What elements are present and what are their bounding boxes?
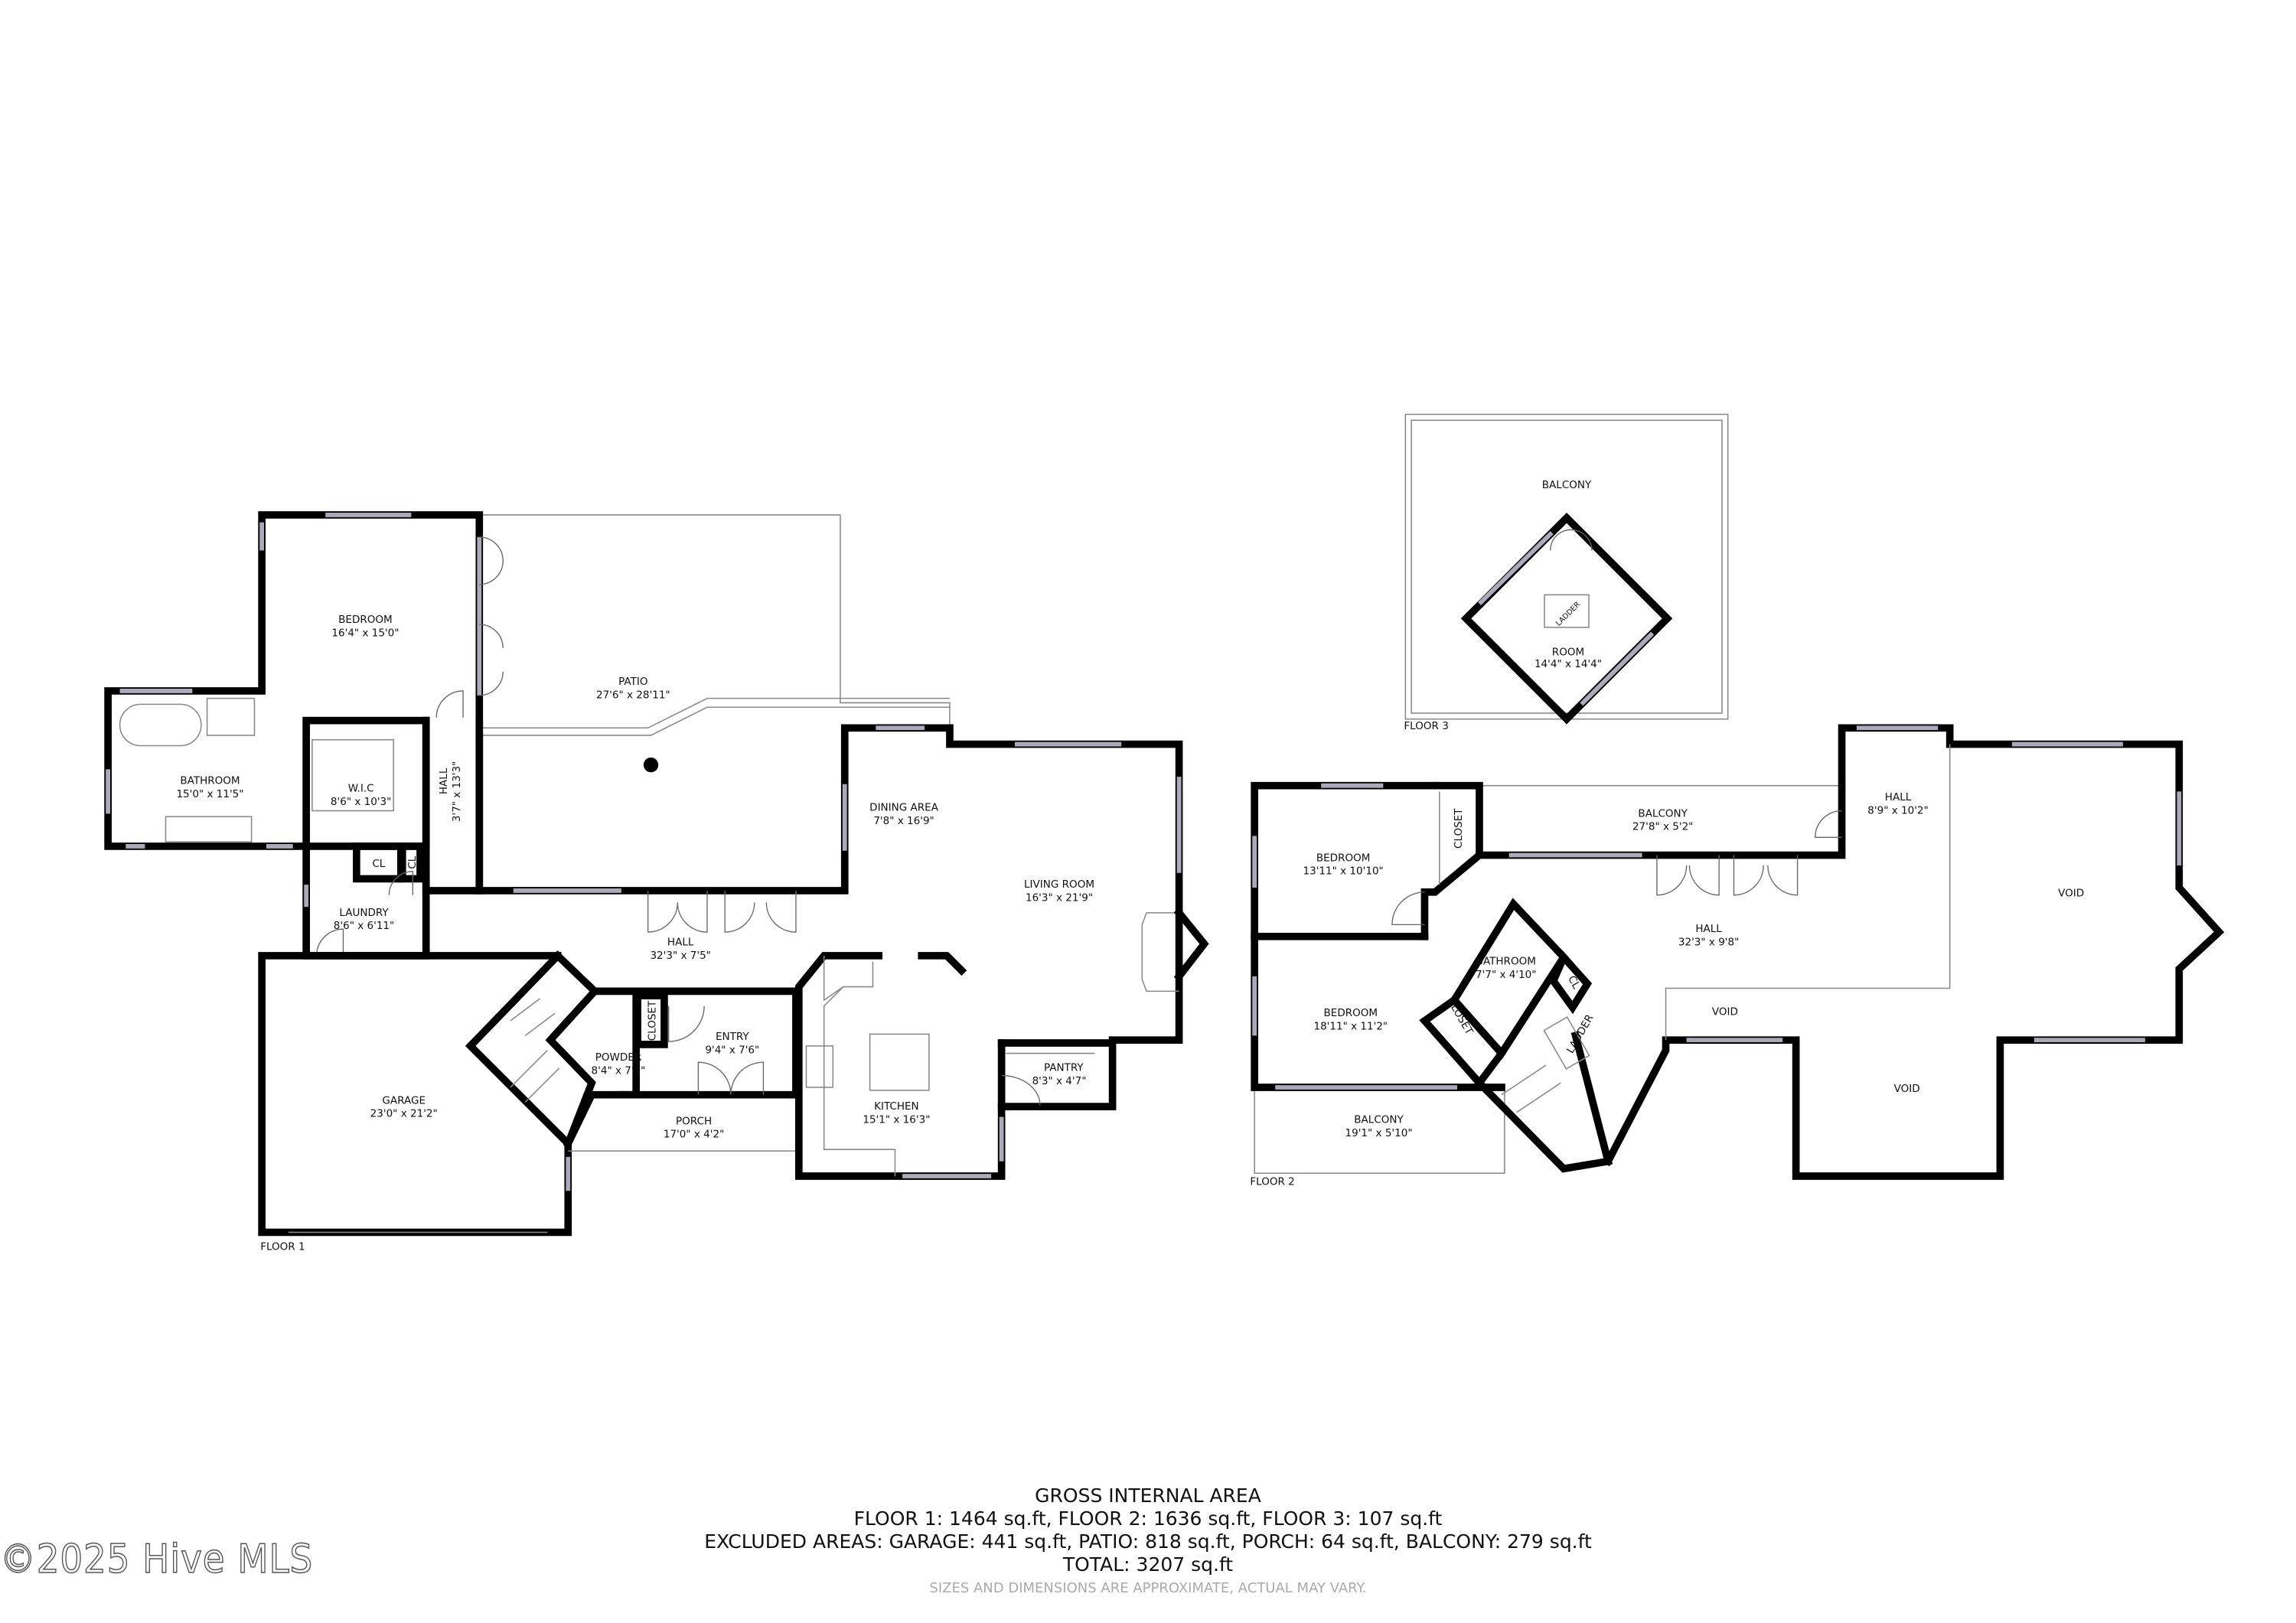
label-ladder-f3: LADDER [1554,600,1582,627]
label-cl: CL [372,858,385,870]
label-cl-f2: CL [1565,973,1583,991]
label-kitchen: KITCHEN [874,1100,919,1113]
label-pantry: PANTRY [1044,1062,1084,1074]
pole-marker [643,757,659,773]
label-bedroom-2: BEDROOM [1324,1007,1378,1019]
summary-floor-areas: FLOOR 1: 1464 sq.ft, FLOOR 2: 1636 sq.ft… [853,1507,1443,1530]
size-bathroom: 15'0" x 11'5" [176,788,243,800]
size-living: 16'3" x 21'9" [1026,891,1093,904]
label-dining: DINING AREA [869,802,939,814]
size-room-f3: 14'4" x 14'4" [1534,658,1602,670]
label-balcony-bottom: BALCONY [1354,1113,1404,1126]
floor-1-plan [104,511,1209,1237]
floor-2-label: FLOOR 2 [1250,1176,1294,1188]
label-balcony-f3: BALCONY [1542,479,1592,491]
size-laundry: 8'6" x 6'11" [334,920,394,932]
size-hall-upper: 8'9" x 10'2" [1867,804,1928,816]
label-bedroom-1: BEDROOM [1316,852,1371,864]
kitchen-walls [794,952,1006,1180]
label-cl-2: CL [406,855,419,869]
floor-1-label: FLOOR 1 [260,1241,305,1253]
label-hall-2: HALL [1695,923,1722,935]
label-entry: ENTRY [716,1031,749,1043]
label-closet: CLOSET [646,1000,658,1041]
summary-title: GROSS INTERNAL AREA [1035,1484,1261,1507]
size-porch: 17'0" x 4'2" [664,1129,724,1141]
bedroom-walls [104,511,484,850]
label-void-bottom: VOID [1894,1083,1920,1095]
label-wic: W.I.C [348,782,374,794]
staircase [465,950,600,1151]
summary-disclaimer: SIZES AND DIMENSIONS ARE APPROXIMATE, AC… [929,1580,1367,1596]
size-pantry: 8'3" x 4'7" [1032,1075,1087,1087]
label-void-small: VOID [1712,1005,1738,1018]
label-bathroom: BATHROOM [180,775,240,787]
label-living: LIVING ROOM [1024,878,1094,891]
floor-2-plan [1251,724,2225,1180]
floor-3-balcony-outline [1404,413,1729,720]
label-hall-upper: HALL [1885,791,1912,803]
label-porch: PORCH [676,1115,712,1127]
balcony-bottom-outline [1254,1087,1505,1174]
garage-walls [258,952,572,1237]
size-bedroom: 16'4" x 15'0" [331,627,399,639]
balcony-top-walls [1476,724,2225,1180]
size-hall-small: 3'7" x 13'3" [451,761,463,822]
summary-total: TOTAL: 3207 sq.ft [1062,1553,1234,1576]
summary-excluded-areas: EXCLUDED AREAS: GARAGE: 441 sq.ft, PATIO… [704,1530,1592,1553]
ladder-hatch [1544,594,1590,628]
label-void-large: VOID [2058,888,2084,900]
label-closet-1: CLOSET [1453,808,1465,849]
label-hall: HALL [667,936,694,948]
size-bathroom-2: 7'7" x 4'10" [1476,969,1536,981]
size-powder: 8'4" x 7'1" [592,1065,646,1077]
size-balcony-top: 27'8" x 5'2" [1632,821,1693,833]
label-room-f3: ROOM [1552,647,1584,659]
size-bedroom-1: 13'11" x 10'10" [1303,865,1384,878]
label-bathroom-2: BATHROOM [1476,956,1536,968]
label-patio: PATIO [618,676,647,688]
label-powder: POWDER [595,1051,642,1064]
size-garage: 23'0" x 21'2" [370,1108,438,1120]
label-hall-small: HALL [438,768,450,794]
size-entry: 9'4" x 7'6" [705,1045,759,1057]
label-balcony-top: BALCONY [1638,807,1688,820]
size-bedroom-2: 18'11" x 11'2" [1313,1021,1388,1033]
size-dining: 7'8" x 16'9" [873,815,934,827]
size-hall: 32'3" x 7'5" [650,950,710,962]
patio-outline [479,514,951,735]
size-kitchen: 15'1" x 16'3" [863,1113,930,1126]
label-garage: GARAGE [382,1094,426,1106]
watermark: ©2025 Hive MLS [0,1536,314,1583]
size-hall-2: 32'3" x 9'8" [1678,936,1739,948]
size-wic: 8'6" x 10'3" [331,796,391,808]
label-laundry: LAUNDRY [339,907,389,919]
size-balcony-bottom: 19'1" x 5'10" [1345,1127,1413,1139]
floor-3-label: FLOOR 3 [1404,720,1448,732]
label-bedroom: BEDROOM [338,614,393,626]
pantry-walls [997,1039,1117,1110]
size-patio: 27'6" x 28'11" [596,689,670,702]
floor-3-plan [1404,413,1729,725]
